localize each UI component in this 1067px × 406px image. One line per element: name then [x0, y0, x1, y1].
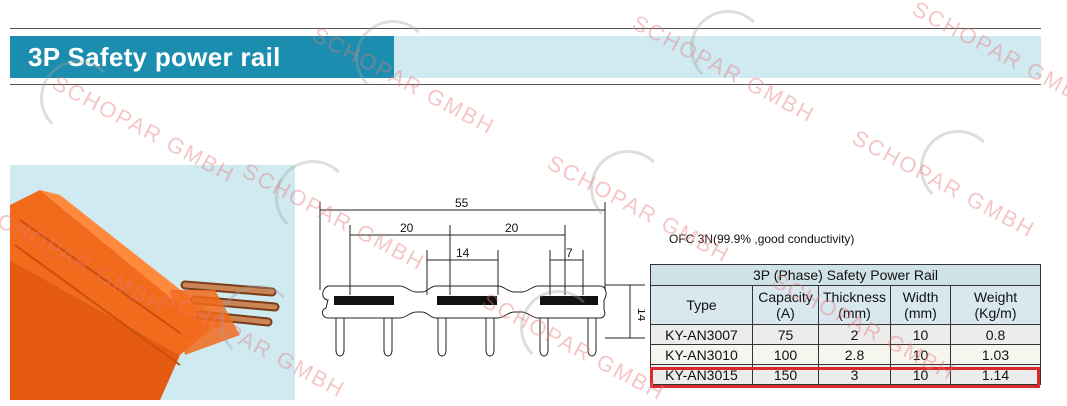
dim-height: 14: [635, 308, 645, 322]
watermark-logo-icon: [520, 290, 596, 366]
cell-capacity: 100: [752, 344, 819, 365]
material-note: OFC 3N(99.9% ,good conductivity): [669, 232, 855, 246]
watermark-logo-icon: [690, 10, 766, 86]
column-header-width: Width(mm): [890, 285, 951, 325]
watermark-logo-icon: [355, 20, 431, 96]
cell-weight: 1.03: [950, 344, 1041, 365]
table-row: KY-AN3010 100 2.8 10 1.03: [650, 344, 1041, 365]
highlighted-row-outline: [650, 367, 1040, 388]
dim-conductor-width: 7: [566, 246, 573, 260]
cell-capacity: 75: [752, 324, 819, 345]
column-header-type: Type: [650, 285, 753, 325]
watermark-logo-icon: [220, 285, 296, 361]
watermark-logo-icon: [590, 150, 666, 226]
dim-pitch-right: 20: [505, 221, 519, 235]
dim-pitch-left: 20: [400, 221, 414, 235]
cell-type: KY-AN3007: [650, 324, 753, 345]
top-rule: [10, 28, 1041, 29]
table-header-row: Type Capacity(A) Thickness(mm) Width(mm)…: [650, 285, 1041, 325]
cell-weight: 0.8: [950, 324, 1041, 345]
spec-table: 3P (Phase) Safety Power Rail Type Capaci…: [650, 264, 1041, 385]
cell-type: KY-AN3010: [650, 344, 753, 365]
bottom-rule: [10, 84, 1041, 85]
watermark-logo-icon: [920, 130, 996, 206]
table-title: 3P (Phase) Safety Power Rail: [650, 264, 1041, 286]
column-header-weight: Weight(Kg/m): [950, 285, 1041, 325]
watermark-logo-icon: [275, 160, 351, 236]
watermark-logo-icon: [40, 60, 116, 136]
dim-overall: 55: [455, 196, 469, 210]
cell-thickness: 2: [818, 324, 891, 345]
table-row: KY-AN3007 75 2 10 0.8: [650, 324, 1041, 345]
power-rail-photo: [10, 190, 280, 400]
cell-width: 10: [890, 344, 951, 365]
cell-width: 10: [890, 324, 951, 345]
dim-center-width: 14: [456, 246, 470, 260]
